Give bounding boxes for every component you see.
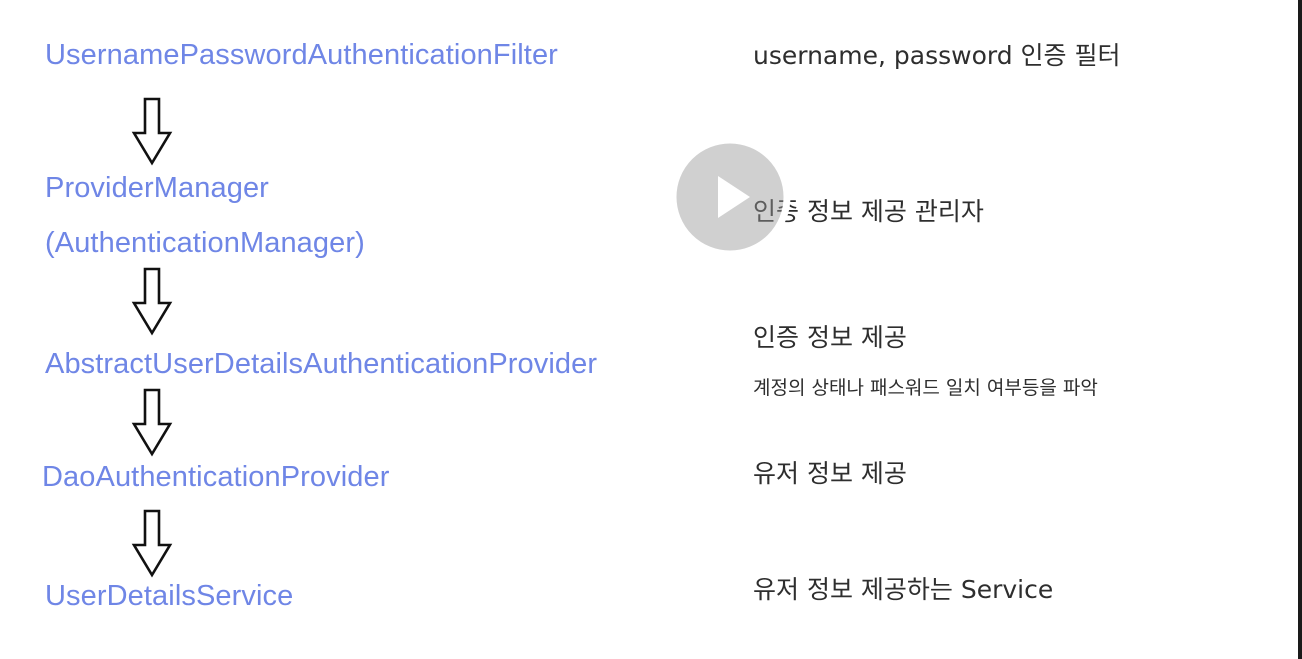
arrow-down-icon — [131, 509, 173, 578]
desc-provider-manager: 인증 정보 제공 관리자 — [753, 197, 984, 226]
node-authentication-manager-sublabel: (AuthenticationManager) — [45, 227, 365, 259]
play-button[interactable] — [668, 135, 792, 259]
node-abstract-user-details-provider: AbstractUserDetailsAuthenticationProvide… — [45, 348, 598, 380]
node-dao-authentication-provider: DaoAuthenticationProvider — [42, 461, 390, 493]
play-icon — [718, 176, 750, 218]
node-username-password-filter: UsernamePasswordAuthenticationFilter — [45, 39, 558, 71]
desc-dao-provider: 유저 정보 제공 — [753, 459, 907, 488]
arrow-down-icon — [131, 388, 173, 457]
desc-user-details-service: 유저 정보 제공하는 Service — [753, 575, 1054, 604]
node-user-details-service: UserDetailsService — [45, 580, 294, 612]
desc-abstract-provider-detail: 계정의 상태나 패스워드 일치 여부등을 파악 — [753, 377, 1098, 399]
arrow-down-icon — [131, 97, 173, 166]
node-provider-manager: ProviderManager — [45, 172, 269, 204]
arrow-down-icon — [131, 267, 173, 336]
desc-filter: username, password 인증 필터 — [753, 41, 1121, 70]
desc-abstract-provider: 인증 정보 제공 — [753, 323, 907, 352]
